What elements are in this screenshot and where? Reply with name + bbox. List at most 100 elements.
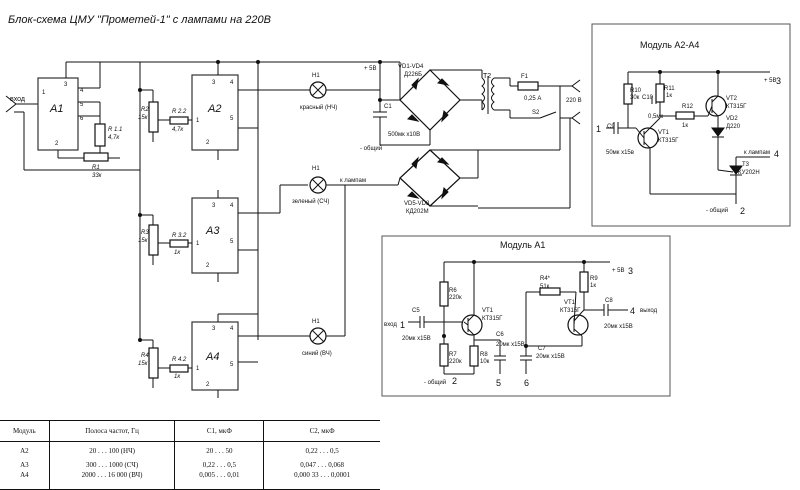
a3-pin-5: 5 [230, 239, 234, 245]
r2-name: R2 [141, 107, 149, 113]
vd58-name: VD5-VD8 [404, 201, 430, 207]
a24-pin-2: 2 [740, 206, 745, 216]
c9-name: C9 [607, 124, 615, 130]
lamp-green: H1 зеленый (СЧ) [292, 166, 329, 205]
cell: 0,22 . . . 0,5 [174, 461, 264, 473]
block-a2-label: A2 [207, 103, 221, 115]
lamp-red: H1 красный (НЧ) [300, 73, 337, 111]
c10-name: C10 [642, 95, 654, 101]
supply-common: - общий [360, 145, 382, 152]
input-label: вход [10, 96, 25, 103]
r10-name: R10 [630, 88, 642, 94]
cell: 0,005 . . . 0,01 [174, 472, 264, 490]
a2-pin-5: 5 [230, 116, 234, 122]
switch-s2: S2 [510, 110, 572, 119]
block-a1-label: A1 [49, 103, 63, 115]
capacitor-table: Модуль Полоса частот, Гц C1, мкФ C2, мкФ… [0, 420, 380, 490]
table-row: A3 300 . . . 1000 (СЧ) 0,22 . . . 0,5 0,… [0, 461, 380, 473]
a1m-pin-1: 1 [400, 320, 405, 330]
r9-name: R9 [590, 276, 598, 282]
a1m-pin-5: 5 [496, 378, 501, 388]
a24-pin-4: 4 [774, 149, 779, 159]
lamp-green-name: H1 [312, 166, 320, 172]
a1-plus5: + 5В [612, 268, 625, 274]
c8-name: C8 [605, 298, 613, 304]
a1m-pin-6: 6 [524, 378, 529, 388]
table-row: A4 2000 . . . 16 000 (ВЧ) 0,005 . . . 0,… [0, 472, 380, 490]
block-a3-label: A3 [205, 225, 220, 237]
r10-value: 30к [630, 95, 640, 101]
lamp-red-name: H1 [312, 73, 320, 79]
a1m-pin-4: 4 [630, 306, 635, 316]
r1-name: R1 [92, 165, 100, 171]
a3-pin-2: 2 [206, 263, 210, 269]
v220-label: 220 В [566, 98, 582, 104]
a1-pin-6: 6 [80, 116, 84, 122]
c9-value: 50мк х15в [606, 150, 634, 156]
r1-value: 33к [92, 173, 103, 179]
transistor-vt1-a1a: VT1 КТ315Г [461, 262, 503, 346]
c7-value: 20мк х15В [536, 354, 565, 360]
col-module: Модуль [0, 420, 50, 442]
cell: 0,000 33 . . . 0,0001 [263, 472, 380, 490]
a2-pin-1: 1 [196, 118, 200, 124]
c6-value: 20мк х15В [496, 342, 525, 348]
vt1a-value: КТ315Г [482, 316, 503, 322]
cell: A4 [0, 472, 50, 490]
capacitor-c1: C1 500мк х10В [373, 104, 420, 145]
c10-value: 0,5мк [648, 114, 663, 120]
module-a1-panel: Модуль А1 [381, 235, 671, 397]
cell: 0,22 . . . 0,5 [263, 441, 380, 462]
col-c1: C1, мкФ [174, 420, 264, 442]
a24-to-lamps: к лампам [744, 150, 770, 156]
col-c2: C2, мкФ [263, 420, 380, 442]
r32-name: R 3.2 [172, 233, 187, 239]
t2-label: T2 [483, 73, 491, 80]
f1-value: 0,25 А [524, 96, 541, 102]
a1m-pin-3: 3 [628, 266, 633, 276]
r3-value: 15к [138, 238, 149, 244]
diagram-title: Блок-схема ЦМУ "Прометей-1" с лампами на… [8, 14, 271, 26]
module-a2-a4-title: Модуль А2-А4 [640, 40, 699, 50]
vt2-name: VT2 [726, 96, 738, 102]
module-a2-a4-panel: Модуль А2-А4 [591, 23, 791, 227]
a4-pin-4: 4 [230, 326, 234, 332]
r4-name: R4 [141, 353, 149, 359]
thyristor-t3: T3 КУ202Н [717, 157, 760, 194]
block-a3: A3 1 2 3 4 5 [191, 197, 239, 274]
r3-name: R3 [141, 230, 149, 236]
a2-pin-3: 3 [212, 80, 216, 86]
cell: 0,047 . . . 0,068 [263, 461, 380, 473]
a1m-input: вход [384, 322, 397, 328]
cell: 300 . . . 1000 (СЧ) [48, 461, 175, 473]
col-band: Полоса частот, Гц [48, 420, 175, 442]
block-a4-label: A4 [205, 351, 219, 363]
a24-plus5: + 5В [764, 78, 777, 84]
a3-pin-4: 4 [230, 203, 234, 209]
r6-name: R6 [449, 288, 457, 294]
block-a2: A2 1 2 3 4 5 [191, 74, 239, 151]
a1m-output: выход [640, 308, 658, 314]
r8-value: 10к [480, 359, 490, 365]
vd58-value: КД202М [406, 209, 429, 215]
lamp-green-label: зеленый (СЧ) [292, 198, 329, 205]
r4s-name: R4* [540, 276, 551, 282]
input-terminal: вход [5, 95, 38, 170]
vd2-name: VD2 [726, 116, 738, 122]
vt1a-name: VT1 [482, 308, 494, 314]
capacitor-c9: 1 C9 50мк х15в [596, 122, 636, 156]
r4s-value: 51к [540, 284, 550, 290]
vd14-value: Д226Б [404, 72, 422, 78]
a1-pin-4: 4 [80, 88, 84, 94]
mains-plug: 220 В [566, 79, 582, 125]
lamp-blue-label: синий (ВЧ) [302, 350, 332, 357]
a2-pin-4: 4 [230, 80, 234, 86]
transistor-vt1-a24: VT1 КТ315Г [635, 117, 679, 194]
vt1-a24-value: КТ315Г [658, 138, 679, 144]
a24-pin-3: 3 [776, 76, 781, 86]
a4-pin-5: 5 [230, 362, 234, 368]
r2-value: 15к [138, 115, 149, 121]
bridge-vd5-vd8: VD5-VD8 КД202М [399, 149, 461, 215]
c1-name: C1 [384, 104, 392, 110]
a4-pin-1: 1 [196, 366, 200, 372]
